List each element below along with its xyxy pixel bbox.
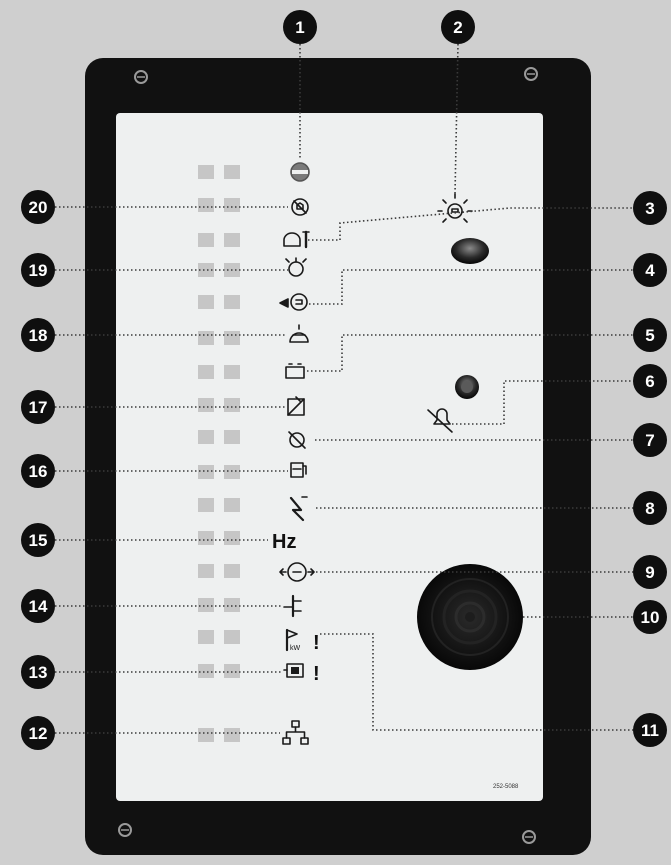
horn-speaker-icon <box>417 564 523 670</box>
alarm-silence-button[interactable] <box>455 375 479 399</box>
callout-4: 4 <box>633 253 667 287</box>
callout-11: 11 <box>633 713 667 747</box>
callout-8: 8 <box>633 491 667 525</box>
callout-5: 5 <box>633 318 667 352</box>
callout-13: 13 <box>21 655 55 689</box>
callout-7: 7 <box>633 423 667 457</box>
panel-face <box>116 113 543 801</box>
callout-20: 20 <box>21 190 55 224</box>
callout-15: 15 <box>21 523 55 557</box>
frequency-label: Hz <box>272 531 296 553</box>
callout-19: 19 <box>21 253 55 287</box>
callout-17: 17 <box>21 390 55 424</box>
callout-10: 10 <box>633 600 667 634</box>
callout-3: 3 <box>633 191 667 225</box>
power-exclamation-label: ! <box>313 632 320 654</box>
callout-18: 18 <box>21 318 55 352</box>
kw-label: kW <box>290 645 301 652</box>
callout-9: 9 <box>633 555 667 589</box>
callout-12: 12 <box>21 716 55 750</box>
reset-button[interactable] <box>451 238 489 264</box>
panel-code: 252-5088 <box>493 784 519 790</box>
callout-2: 2 <box>441 10 475 44</box>
callout-1: 1 <box>283 10 317 44</box>
charger-exclamation-label: ! <box>313 663 320 685</box>
callout-6: 6 <box>633 364 667 398</box>
stop-icon <box>291 163 309 181</box>
callout-14: 14 <box>21 589 55 623</box>
callout-16: 16 <box>21 454 55 488</box>
